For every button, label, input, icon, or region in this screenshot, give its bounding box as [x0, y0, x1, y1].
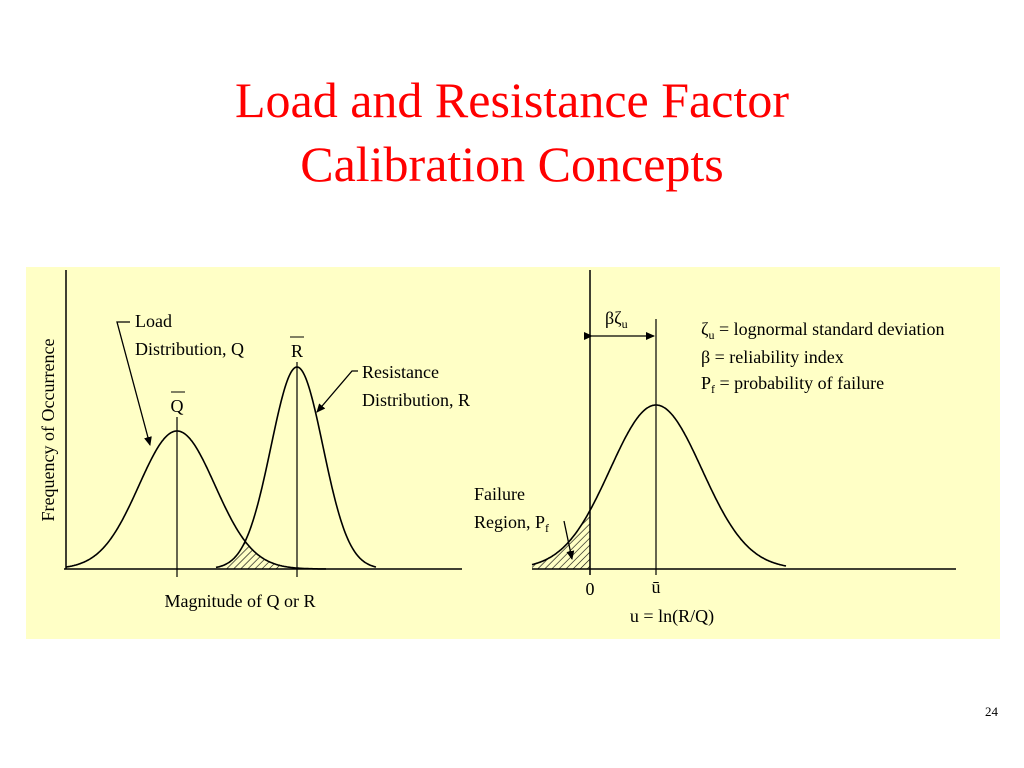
calibration-figure: Frequency of Occurrence Magnitude of Q o…: [26, 267, 1000, 639]
title-line-2: Calibration Concepts: [300, 136, 724, 192]
right-panel: βζu ζu = lognormal standard deviation β …: [474, 270, 956, 627]
legend-beta: β = reliability index: [701, 347, 844, 367]
page-number: 24: [985, 704, 998, 719]
left-x-axis-label: Magnitude of Q or R: [165, 591, 316, 611]
beta-zeta-label: βζu: [605, 308, 628, 331]
r-mean-label: R: [291, 341, 303, 361]
legend-zeta: ζu = lognormal standard deviation: [701, 319, 945, 342]
resistance-leader-arrow: [316, 370, 358, 413]
resistance-label-line-1: Resistance: [362, 362, 439, 382]
overlap-hatch: [222, 541, 282, 569]
u-mean-label: ū: [652, 577, 661, 597]
y-axis-label: Frequency of Occurrence: [38, 339, 58, 522]
lognormal-u-curve: [531, 404, 787, 567]
right-x-axis-label: u = ln(R/Q): [630, 606, 714, 627]
failure-leader-arrow: [563, 520, 575, 560]
load-label-line-1: Load: [135, 311, 172, 331]
zero-label: 0: [586, 579, 595, 599]
q-mean-label: Q: [171, 396, 184, 416]
load-distribution-curve: [65, 430, 326, 570]
resistance-distribution-curve: [215, 366, 377, 569]
slide-title: Load and Resistance Factor Calibration C…: [0, 68, 1024, 196]
title-line-1: Load and Resistance Factor: [235, 72, 789, 128]
resistance-label-line-2: Distribution, R: [362, 390, 470, 410]
load-leader-arrow: [116, 321, 152, 446]
left-panel: Frequency of Occurrence Magnitude of Q o…: [38, 270, 470, 611]
failure-label-line-2: Region, Pf: [474, 512, 549, 535]
failure-label-line-1: Failure: [474, 484, 525, 504]
failure-region-hatch: [532, 510, 590, 569]
figure-svg: Frequency of Occurrence Magnitude of Q o…: [38, 270, 956, 627]
legend-pf: Pf = probability of failure: [701, 373, 884, 396]
load-label-line-2: Distribution, Q: [135, 339, 244, 359]
